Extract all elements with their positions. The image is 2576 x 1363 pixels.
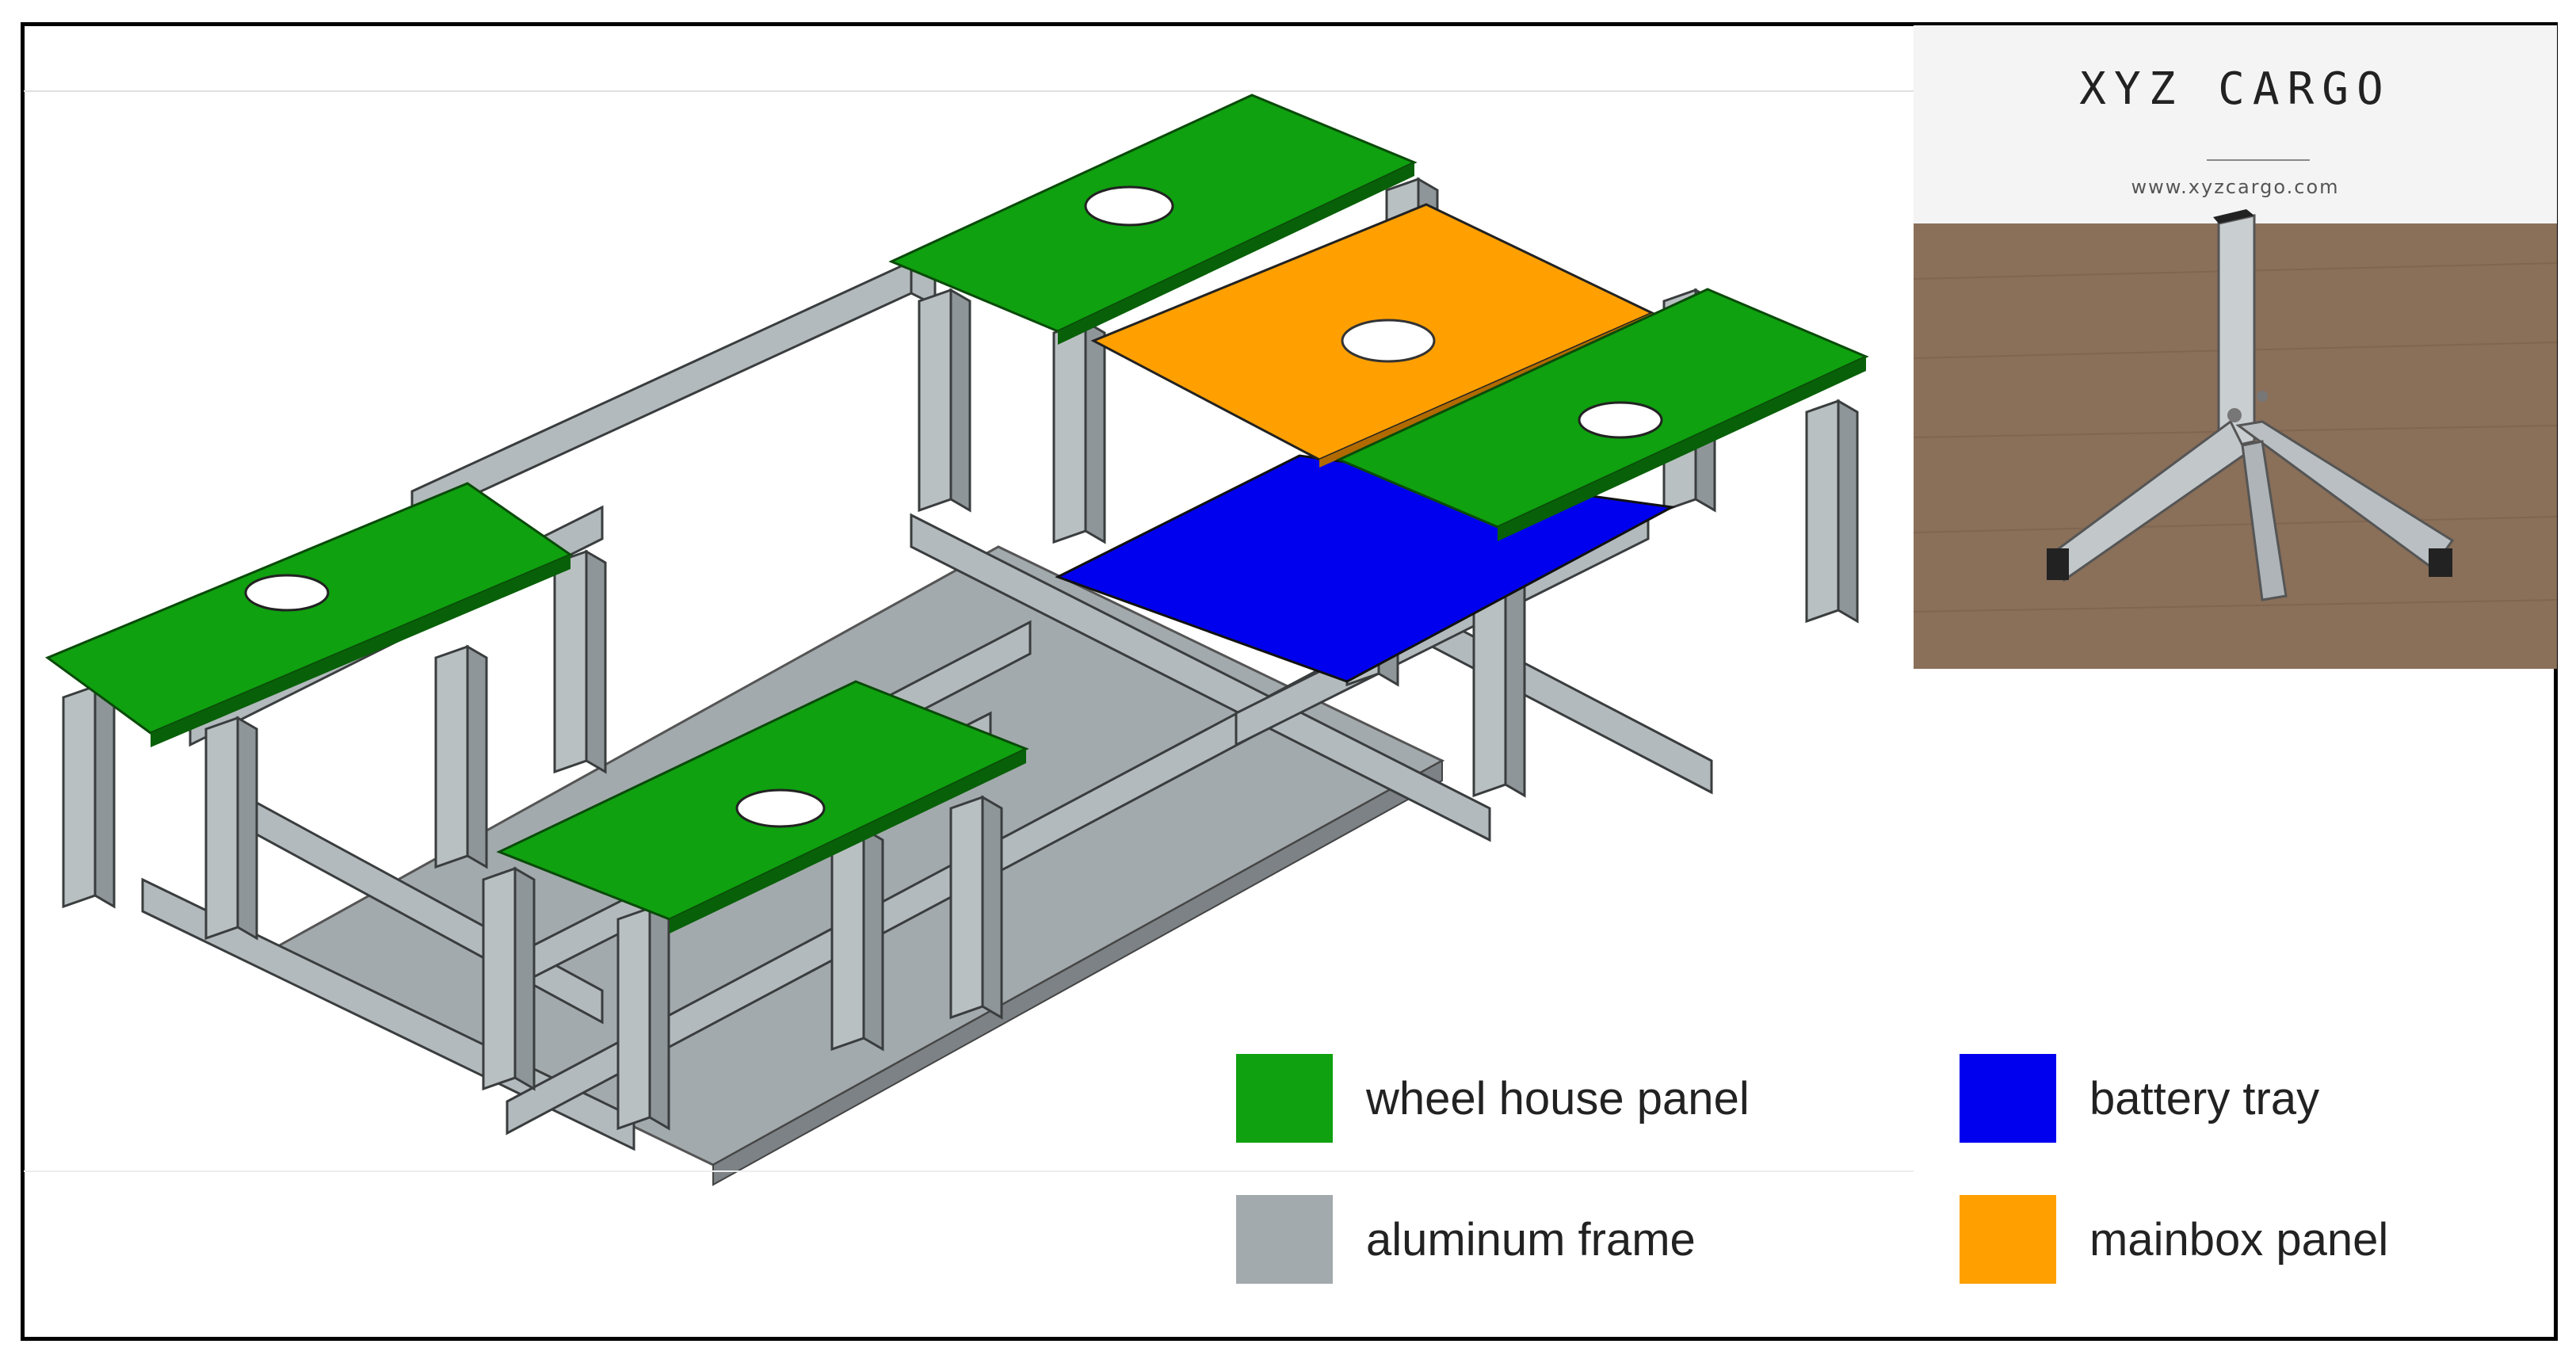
wheel-house-panel-front-right [496, 680, 1029, 933]
legend-label-aluminum-frame: aluminum frame [1366, 1213, 1696, 1266]
legend-item-mainbox-panel: mainbox panel [1960, 1195, 2388, 1284]
legend-swatch-wheel-house-panel [1236, 1054, 1333, 1143]
legend-item-battery-tray: battery tray [1960, 1054, 2319, 1143]
photo-brand-text: XYZ CARGO [2079, 63, 2391, 115]
legend-swatch-aluminum-frame [1236, 1195, 1333, 1284]
legend-swatch-battery-tray [1960, 1054, 2056, 1143]
wheel-house-panels [44, 94, 1869, 933]
mainbox-panel [1090, 203, 1655, 468]
legend-label-wheel-house-panel: wheel house panel [1366, 1072, 1750, 1124]
aluminum-profile-photo: XYZ CARGO www.xyzcargo.com [1914, 25, 2557, 669]
photo-url-text: www.xyzcargo.com [2131, 176, 2340, 198]
legend-item-wheel-house-panel: wheel house panel [1236, 1054, 1750, 1143]
wheel-house-panel-rear-left [888, 94, 1418, 345]
wheel-house-panel-rear-right [1336, 288, 1869, 541]
legend-item-aluminum-frame: aluminum frame [1236, 1195, 1696, 1284]
legend-label-battery-tray: battery tray [2089, 1072, 2320, 1124]
legend-label-mainbox-panel: mainbox panel [2089, 1213, 2389, 1266]
legend-swatch-mainbox-panel [1960, 1195, 2056, 1284]
wheel-house-panel-front-left [44, 482, 574, 747]
photo-image [1914, 25, 2557, 669]
